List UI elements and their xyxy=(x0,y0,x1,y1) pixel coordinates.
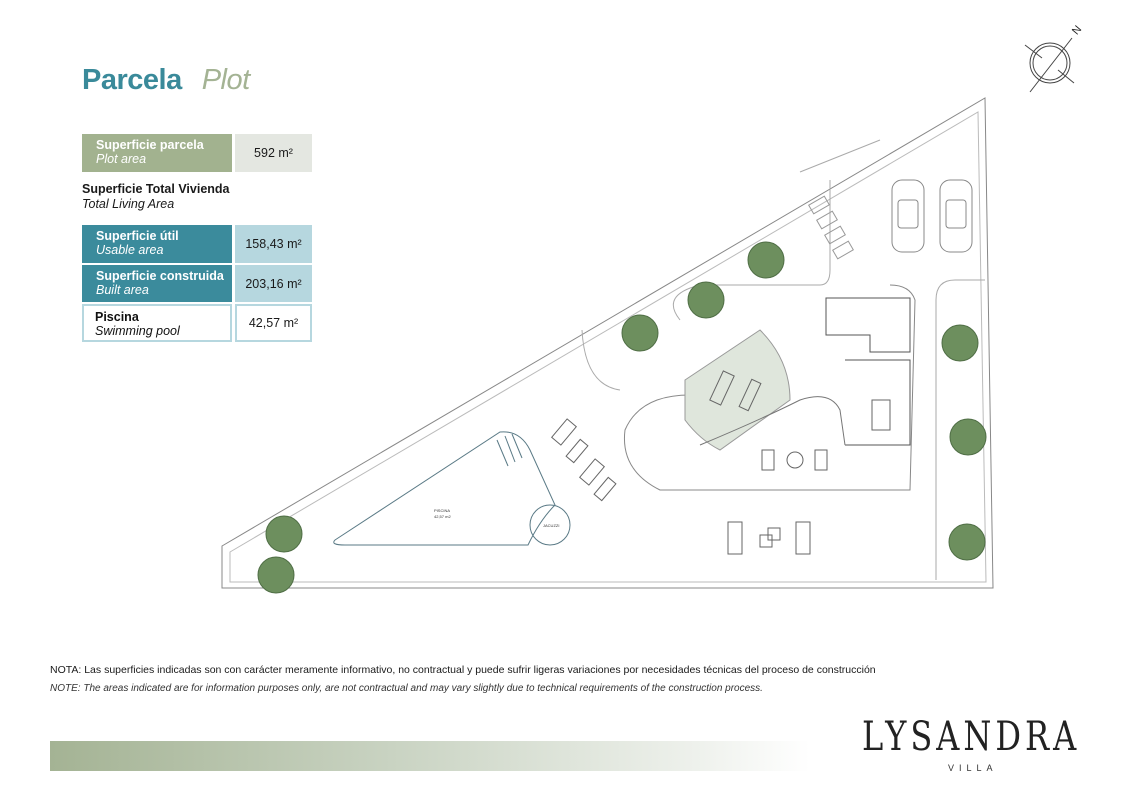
built-area-label: Superficie construida xyxy=(96,269,224,283)
pool-value: 42,57 m² xyxy=(235,304,312,342)
total-living-heading: Superficie Total Vivienda Total Living A… xyxy=(82,182,230,212)
total-living-label-en: Total Living Area xyxy=(82,197,175,211)
tree-icon xyxy=(949,418,987,456)
jacuzzi xyxy=(529,504,571,546)
note-english: NOTE: The areas indicated are for inform… xyxy=(50,683,763,694)
pool-plan-area: 42,57 m2 xyxy=(434,514,451,519)
usable-area-value: 158,43 m² xyxy=(235,225,312,263)
north-label: N xyxy=(1070,23,1084,37)
tree-icon xyxy=(687,281,725,319)
north-compass-icon: N xyxy=(1024,23,1084,93)
plot-boundary xyxy=(221,97,994,589)
tree-icon xyxy=(941,324,979,362)
pool-label: Piscina xyxy=(95,310,139,324)
site-plan: N PISCINA 42,57 m2 JACUZZI xyxy=(221,23,1084,594)
plot-area-label-en: Plot area xyxy=(96,152,147,166)
gradient-bar xyxy=(50,741,810,771)
tree-icon xyxy=(621,314,659,352)
brand-logo: LYSANDRA xyxy=(862,714,1081,760)
tree-icon xyxy=(948,523,986,561)
brand-subtitle: VILLA xyxy=(948,763,998,773)
title-es: Parcela xyxy=(82,64,182,96)
plot-area-value: 592 m² xyxy=(235,134,312,172)
tree-icon xyxy=(747,241,785,279)
note-spanish: NOTA: Las superficies indicadas son con … xyxy=(50,664,876,676)
pool-drawing: PISCINA 42,57 m2 JACUZZI xyxy=(333,431,571,546)
tree-icon xyxy=(257,556,295,594)
usable-area-label-en: Usable area xyxy=(96,243,164,257)
lawn xyxy=(684,329,791,451)
built-area-label-en: Built area xyxy=(96,283,149,297)
plot-inner-boundary xyxy=(229,111,987,583)
jacuzzi-label: JACUZZI xyxy=(543,523,559,528)
plot-area-label: Superficie parcela xyxy=(96,138,204,152)
title-en: Plot xyxy=(201,64,250,96)
tree-icon xyxy=(265,515,303,553)
pool-label-en: Swimming pool xyxy=(95,324,180,338)
car-icon xyxy=(891,179,925,253)
total-living-label: Superficie Total Vivienda xyxy=(82,182,230,196)
built-area-value: 203,16 m² xyxy=(235,265,312,302)
usable-area-label: Superficie útil xyxy=(96,229,179,243)
house-block xyxy=(825,297,911,353)
page-title: Parcela Plot xyxy=(82,64,250,97)
car-icon xyxy=(939,179,973,253)
pool-plan-label: PISCINA xyxy=(434,508,450,513)
